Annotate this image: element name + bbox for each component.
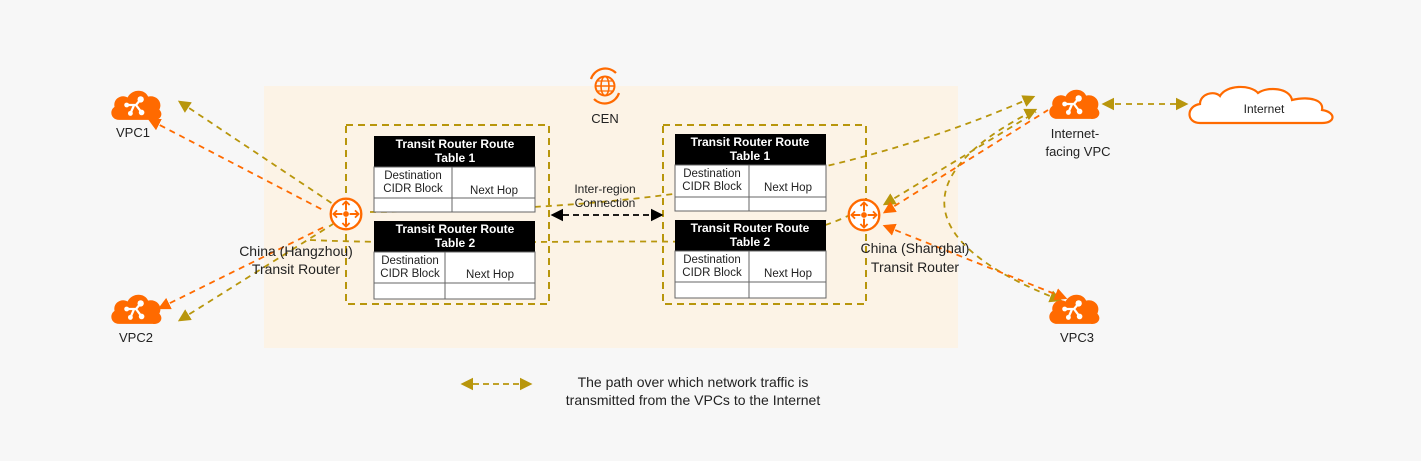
vpc3-label: VPC3 (1060, 330, 1094, 345)
rt-left-2-col1-line2: CIDR Block (380, 268, 440, 280)
cen-icon (589, 67, 621, 105)
connection-label-line1: Inter-region (574, 182, 635, 196)
hangzhou-region-label: China (Hangzhou) (239, 243, 353, 259)
internet-vpc-cloud-icon (1048, 88, 1101, 121)
legend-text-line1: The path over which network traffic is (578, 374, 809, 390)
rt-right-2-col1-line2: CIDR Block (682, 267, 742, 279)
rt-right-2-title-line2: Table 2 (730, 235, 771, 249)
legend-text-line2: transmitted from the VPCs to the Interne… (566, 392, 821, 408)
rt-right-1-col1-line1: Destination (683, 168, 741, 180)
vpc1-label: VPC1 (116, 125, 150, 140)
rt-right-1-col2: Next Hop (764, 182, 812, 194)
vpc2-cloud-icon (110, 293, 163, 326)
traffic-paths-orange (147, 109, 1068, 310)
rt-left-1-title-line2: Table 1 (435, 151, 476, 165)
rt-left-1-col1-line2: CIDR Block (383, 183, 443, 195)
rt-right-1-title-line1: Transit Router Route (691, 135, 810, 149)
path-vpc2-hangzhou (177, 223, 334, 322)
rt-right-2-col1-line1: Destination (683, 254, 741, 266)
hangzhou-router-label: Transit Router (252, 261, 341, 277)
rt-left-2-title-line2: Table 2 (435, 236, 476, 250)
cen-label: CEN (591, 111, 618, 126)
internet-label: Internet (1244, 102, 1285, 116)
path-vpc2-hangzhou-orange (157, 225, 327, 310)
rt-left-2-col2: Next Hop (466, 269, 514, 281)
rt-right-2-col2: Next Hop (764, 268, 812, 280)
internet-vpc-label-line1: Internet- (1051, 126, 1099, 141)
inter-region-connection: Inter-region Connection (550, 182, 664, 222)
rt-left-1-col1-line1: Destination (384, 170, 442, 182)
rt-right-1-title-line2: Table 1 (730, 149, 771, 163)
route-table-right-1: Transit Router Route Table 1 Destination… (674, 134, 827, 212)
route-table-left-2: Transit Router Route Table 2 Destination… (373, 221, 536, 300)
route-table-left-1: Transit Router Route Table 1 Destination… (373, 136, 536, 213)
path-vpc1-hangzhou (177, 100, 334, 205)
route-table-right-2: Transit Router Route Table 2 Destination… (674, 220, 827, 299)
vpc2-label: VPC2 (119, 330, 153, 345)
internet-vpc-label-line2: facing VPC (1045, 144, 1110, 159)
hangzhou-router-icon (329, 197, 363, 231)
internet-cloud-icon (1188, 85, 1334, 125)
path-shanghai-internetvpc (882, 111, 1037, 206)
rt-left-1-title-line1: Transit Router Route (396, 137, 515, 151)
internet-cloud: Internet (1188, 85, 1334, 125)
shanghai-region-label: China (Shanghai) (861, 240, 970, 256)
vpc1-cloud-icon (110, 89, 163, 122)
rt-left-2-col1-line1: Destination (381, 255, 439, 267)
shanghai-router-label: Transit Router (871, 259, 960, 275)
rt-right-1-col1-line2: CIDR Block (682, 181, 742, 193)
legend: The path over which network traffic is t… (460, 374, 821, 408)
rt-right-2-title-line1: Transit Router Route (691, 221, 810, 235)
path-vpc3-internetvpc (943, 108, 1063, 303)
shanghai-router-icon (847, 198, 881, 232)
rt-left-2-title-line1: Transit Router Route (396, 222, 515, 236)
connection-label-line2: Connection (575, 196, 636, 210)
rt-left-1-col2: Next Hop (470, 185, 518, 197)
